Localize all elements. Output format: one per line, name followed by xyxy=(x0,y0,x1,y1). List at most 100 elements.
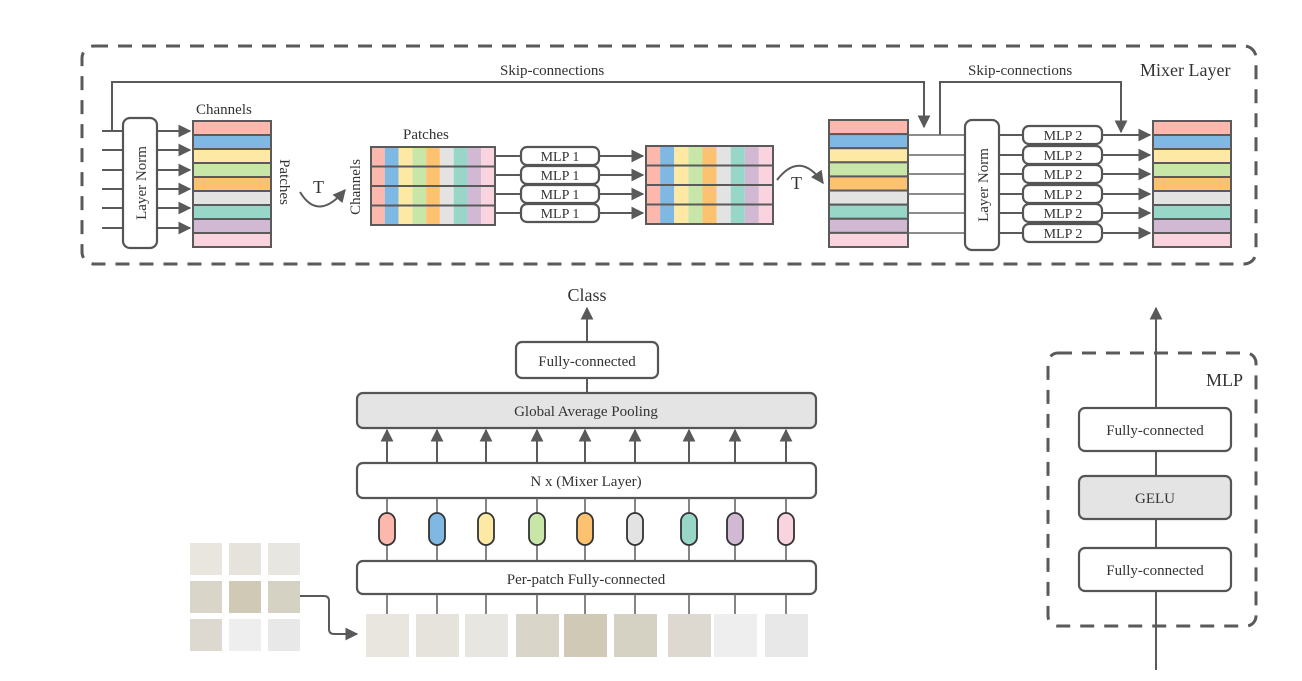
grid-patch-r1-c1 xyxy=(190,543,222,575)
channel-lines xyxy=(908,134,965,234)
table4-row-4 xyxy=(828,161,909,178)
table1-row-5 xyxy=(192,176,272,192)
table2-row-4 xyxy=(370,204,496,226)
layer-norm-2-box xyxy=(963,118,1001,252)
mlp2-label-6: MLP 2 xyxy=(1044,227,1083,242)
table1-row-6 xyxy=(192,190,272,206)
table4-row-9 xyxy=(828,231,909,248)
patches-label-side: Patches xyxy=(276,159,292,205)
token-5 xyxy=(576,512,594,546)
channels-label-top: Channels xyxy=(196,102,252,118)
table4-row-6 xyxy=(828,189,909,206)
mlp1-label-4: MLP 1 xyxy=(541,207,580,222)
image-patch-4 xyxy=(516,614,559,657)
table1-row-8 xyxy=(192,218,272,234)
grid-patch-r1-c2 xyxy=(229,543,261,575)
table5-row-7 xyxy=(1152,204,1232,220)
token-9 xyxy=(777,512,795,546)
mixer-stack-label: N x (Mixer Layer) xyxy=(530,474,641,490)
grid-patch-r3-c2 xyxy=(229,619,261,651)
layer-norm-1-label: Layer Norm xyxy=(134,146,150,220)
mlp1-label-3: MLP 1 xyxy=(541,188,580,203)
input-image-grid xyxy=(190,543,300,651)
mlp-gelu-box xyxy=(1077,474,1233,521)
class-output-label: Class xyxy=(567,285,606,305)
mixer-to-pooling-arrows xyxy=(380,428,793,463)
per-patch-fc-box xyxy=(355,559,818,596)
token-6 xyxy=(626,512,644,546)
mlp-title: MLP xyxy=(1206,370,1243,390)
table1-row-1 xyxy=(192,120,272,136)
table4-row-8 xyxy=(828,217,909,234)
image-patch-6 xyxy=(614,614,657,657)
mlp-border xyxy=(1046,351,1258,628)
table3-row-4 xyxy=(645,203,774,225)
table1-row-9 xyxy=(192,232,272,248)
global-average-pooling-box xyxy=(355,391,818,430)
token-table-output xyxy=(1152,120,1232,248)
mlp1-blocks: MLP 1 MLP 1 MLP 1 MLP 1 xyxy=(495,145,645,224)
grid-patch-r1-c3 xyxy=(268,543,300,575)
mlp2-label-1: MLP 2 xyxy=(1044,129,1083,144)
head-fully-connected-label: Fully-connected xyxy=(538,354,636,370)
skip-connection-1-line xyxy=(111,81,931,131)
table5-row-2 xyxy=(1152,134,1232,150)
patch-token-embeddings xyxy=(378,498,795,561)
transpose-2-arrow xyxy=(776,164,824,185)
grid-patch-r3-c1 xyxy=(190,619,222,651)
grid-patch-r2-c2 xyxy=(229,581,261,613)
image-patch-7 xyxy=(668,614,711,657)
mixer-layer-border xyxy=(80,44,1258,266)
global-average-pooling-label: Global Average Pooling xyxy=(514,404,658,420)
table5-row-3 xyxy=(1152,148,1232,164)
mlp1-label-1: MLP 1 xyxy=(541,150,580,165)
image-patch-5 xyxy=(564,614,607,657)
table4-row-1 xyxy=(828,119,909,136)
mlp2-label-5: MLP 2 xyxy=(1044,207,1083,222)
skip-connection-2-line xyxy=(939,81,1128,135)
per-patch-fc-label: Per-patch Fully-connected xyxy=(507,572,666,588)
table5-row-8 xyxy=(1152,218,1232,234)
table1-row-4 xyxy=(192,162,272,178)
patches-label-top: Patches xyxy=(403,127,449,143)
token-table-mixed xyxy=(645,145,774,225)
mlp2-label-2: MLP 2 xyxy=(1044,149,1083,164)
skip-connection-2-label: Skip-connections xyxy=(968,63,1072,79)
image-patch-3 xyxy=(465,614,508,657)
grid-patch-r2-c3 xyxy=(268,581,300,613)
token-table-channel-input xyxy=(828,119,909,248)
token-table-input xyxy=(192,120,272,248)
transpose-2-label: T xyxy=(791,173,802,193)
table5-row-9 xyxy=(1152,232,1232,248)
token-table-transposed xyxy=(370,146,496,226)
skip-connection-1-label: Skip-connections xyxy=(500,63,604,79)
layer-norm-1-box xyxy=(121,116,159,250)
table1-row-2 xyxy=(192,134,272,150)
transpose-1-arrow xyxy=(299,189,346,208)
token-8 xyxy=(726,512,744,546)
table5-row-5 xyxy=(1152,176,1232,192)
table1-row-7 xyxy=(192,204,272,220)
transpose-1-label: T xyxy=(313,177,324,197)
mixer-stack-box xyxy=(355,461,818,500)
channels-label-side: Channels xyxy=(348,159,364,215)
table4-row-3 xyxy=(828,147,909,164)
table4-row-2 xyxy=(828,133,909,150)
mlp1-label-2: MLP 1 xyxy=(541,169,580,184)
layer-norm-2-label: Layer Norm xyxy=(976,148,992,222)
token-7 xyxy=(680,512,698,546)
table5-row-1 xyxy=(1152,120,1232,136)
mlp2-label-3: MLP 2 xyxy=(1044,168,1083,183)
image-patch-sequence xyxy=(366,594,808,657)
table5-row-6 xyxy=(1152,190,1232,206)
grid-patch-r3-c3 xyxy=(268,619,300,651)
image-patch-2 xyxy=(416,614,459,657)
main-pipeline: Class Fully-connected Global Average Poo… xyxy=(190,285,818,657)
image-to-patches-arrow xyxy=(300,595,359,641)
mixer-layer-title: Mixer Layer xyxy=(1140,60,1230,80)
image-patch-1 xyxy=(366,614,409,657)
token-2 xyxy=(428,512,446,546)
mlp-fc-2-box xyxy=(1077,406,1233,453)
image-patch-8 xyxy=(714,614,757,657)
